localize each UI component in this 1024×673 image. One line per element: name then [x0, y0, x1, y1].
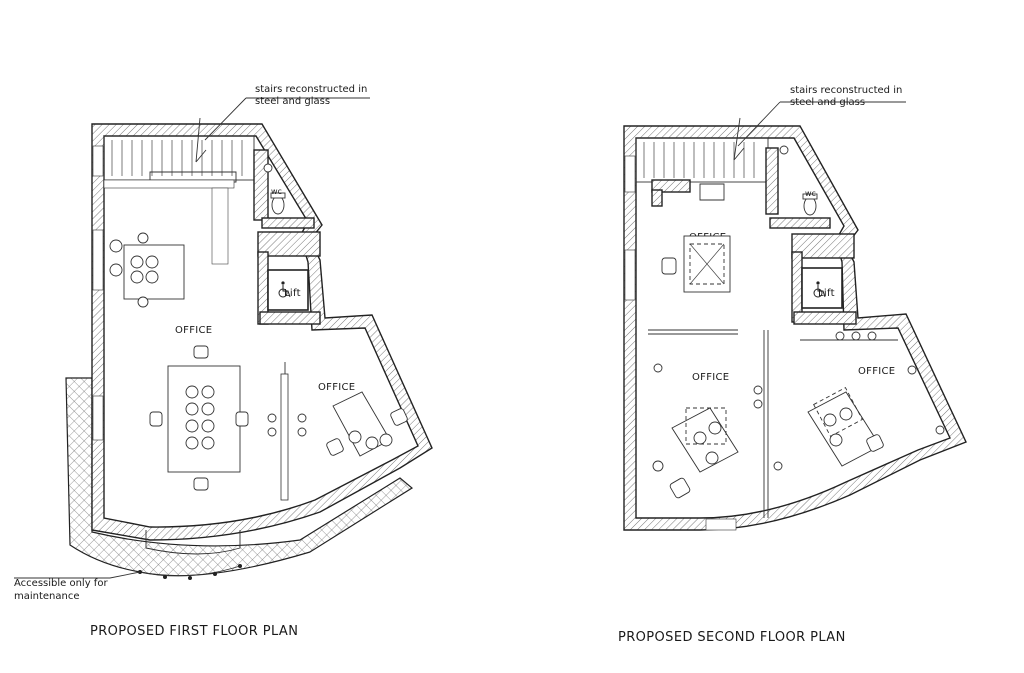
first-floor-wc-label: wc [271, 187, 282, 196]
second-floor-wc-label: wc [805, 189, 816, 198]
maintenance-note-line2: maintenance [14, 591, 80, 602]
first-floor-outer-wall [91, 123, 433, 541]
first-floor-plan: wc Lift OFFICE OFFICE [14, 84, 433, 639]
first-floor-office-side-label: OFFICE [318, 382, 355, 393]
wheelchair-icon [813, 281, 826, 298]
first-floor-stairs-note-line2: steel and glass [255, 96, 330, 107]
first-floor-wc: wc [253, 149, 315, 229]
second-floor-top-office-desk [661, 235, 731, 293]
first-floor-side-desk [267, 391, 408, 457]
second-floor-office-right-label: OFFICE [858, 366, 895, 377]
second-floor-wc: wc [779, 145, 818, 216]
second-floor-lift: Lift [791, 233, 857, 325]
second-floor-stairs-note-line1: stairs reconstructed in [790, 85, 902, 96]
maintenance-walkway [65, 377, 414, 577]
first-floor-office-main-label: OFFICE [175, 325, 212, 336]
first-floor-title: PROPOSED FIRST FLOOR PLAN [90, 624, 298, 639]
second-floor-title: PROPOSED SECOND FLOOR PLAN [618, 630, 846, 645]
first-floor-meeting-table [149, 345, 249, 491]
second-floor-left-office-desk [652, 363, 763, 499]
first-floor-desk-cluster-top [109, 232, 185, 308]
wheelchair-icon [278, 281, 291, 298]
first-floor-stairs-note-line1: stairs reconstructed in [255, 84, 367, 95]
second-floor-right-office-desk [773, 331, 945, 471]
second-floor-lift-label: Lift [818, 288, 835, 299]
second-floor-plan: wc Lift OFFICE OFFICE OFFICE [618, 85, 967, 645]
second-floor-stairs-note-line2: steel and glass [790, 97, 865, 108]
first-floor-lift: Lift [257, 231, 321, 325]
second-floor-office-left-label: OFFICE [692, 372, 729, 383]
maintenance-note-line1: Accessible only for [14, 578, 108, 589]
first-floor-lift-label: Lift [284, 288, 301, 299]
